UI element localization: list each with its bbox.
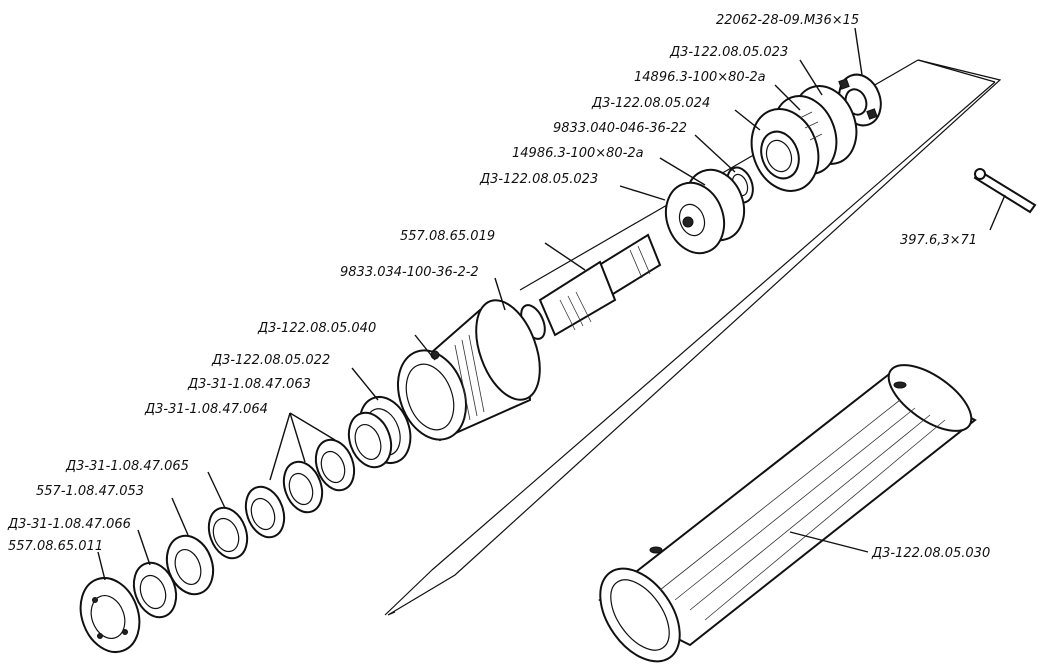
label-washer-f: Д3-31-1.08.47.066 [7, 517, 131, 532]
label-sleeve-seal: 9833.034-100-36-2-2 [340, 265, 479, 280]
leader-lines [97, 27, 1006, 581]
label-washer-c: Д3-31-1.08.47.064 [144, 402, 268, 417]
plane-outline [387, 59, 1002, 616]
label-spindle-shaft: 557.08.65.019 [400, 229, 495, 244]
label-washer-e: 557-1.08.47.053 [36, 484, 144, 499]
label-rear-bearing: 14896.3-100×80-2а [634, 70, 766, 85]
label-spacer-rear: Д3-122.08.05.024 [591, 96, 710, 111]
label-cotter-pin: 397.6,3×71 [900, 233, 977, 248]
plane-bottom-edge [384, 569, 433, 616]
label-castle-nut: 22062-28-09.M36×15 [716, 13, 859, 28]
label-outer-tube: Д3-122.08.05.030 [871, 546, 990, 561]
outer-tube [598, 364, 977, 663]
washer-7 [165, 534, 215, 596]
washer-2 [347, 411, 393, 469]
front-bearing [664, 168, 746, 255]
plane-right-edge [431, 81, 996, 571]
label-washer-b: Д3-31-1.08.47.063 [187, 377, 311, 392]
washer-8 [132, 561, 178, 619]
label-rear-bearing-housing: Д3-122.08.05.023 [669, 45, 788, 60]
rear-bearing-assembly [750, 85, 858, 192]
label-end-flange: 557.08.65.011 [8, 539, 103, 554]
label-washer-d: Д3-31-1.08.47.065 [65, 459, 189, 474]
end-flange [79, 577, 141, 653]
label-front-bearing: 14986.3-100×80-2а [512, 146, 644, 161]
cotter-pin [973, 168, 1037, 214]
housing-sleeve [397, 299, 541, 442]
plane-top-edge [917, 59, 996, 83]
label-housing-sleeve: Д3-122.08.05.040 [257, 321, 376, 336]
label-seal-ring: 9833.040-046-36-22 [553, 121, 687, 136]
washer-6 [207, 506, 249, 560]
washer-4 [282, 460, 324, 514]
label-front-bearing-housing: Д3-122.08.05.023 [479, 172, 598, 187]
label-washer-a: Д3-122.08.05.022 [211, 353, 330, 368]
washer-3 [314, 438, 356, 492]
washer-5 [244, 485, 286, 539]
part-labels: 22062-28-09.M36×15 Д3-122.08.05.023 1489… [7, 13, 990, 561]
